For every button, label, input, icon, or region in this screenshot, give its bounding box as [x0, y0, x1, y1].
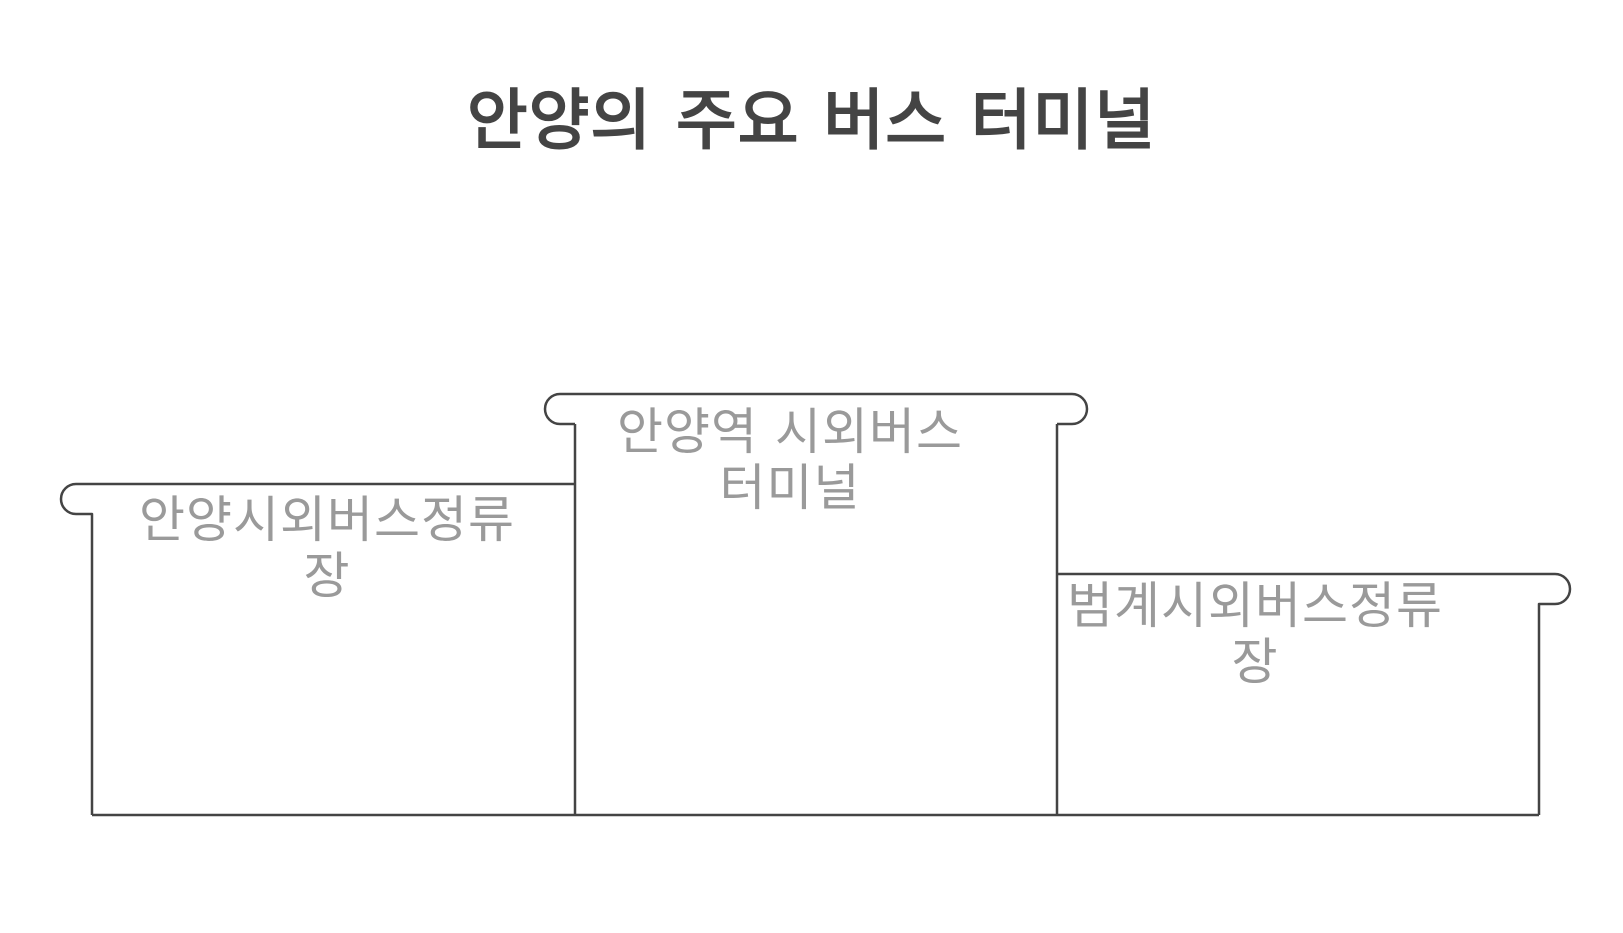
podium-step-right [1057, 572, 1572, 815]
step-label-right: 범계시외버스정류장 [1067, 577, 1443, 691]
page-title: 안양의 주요 버스 터미널 [466, 82, 1157, 159]
step-label-left: 안양시외버스정류장 [139, 491, 515, 605]
podium-step-left [59, 482, 575, 815]
podium-step-center [543, 392, 1089, 426]
step-label-center: 안양역 시외버스 터미널 [617, 403, 963, 517]
